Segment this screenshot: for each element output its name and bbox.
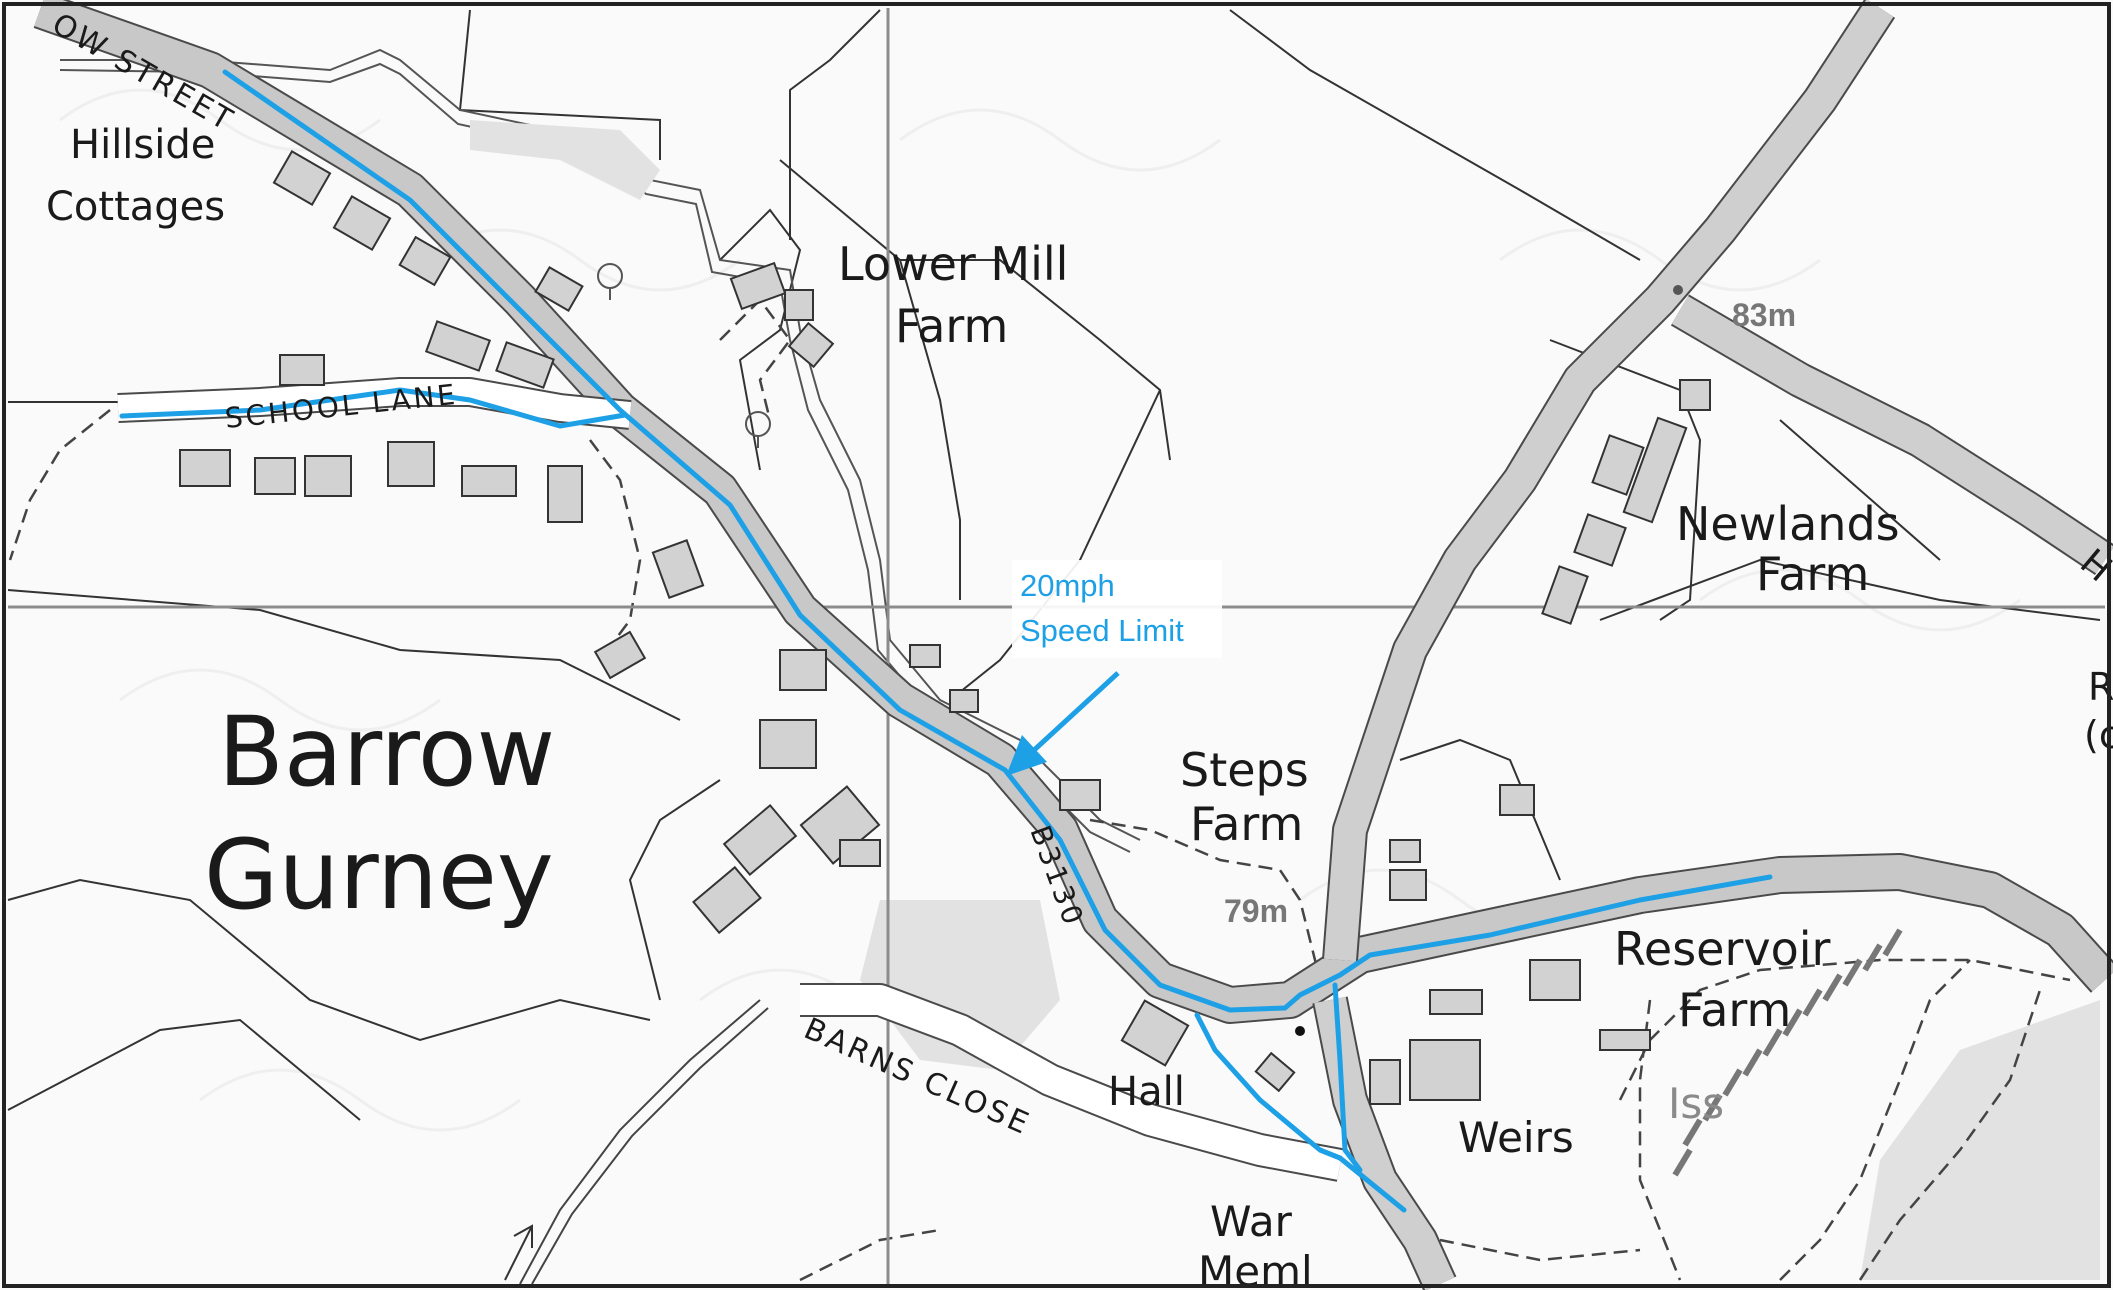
reservoir-farm-line2: Farm <box>1678 983 1791 1037</box>
steps-farm-line1: Steps <box>1180 743 1309 797</box>
newlands-farm-line1: Newlands <box>1676 497 1900 551</box>
war-memorial-line1: War <box>1210 1197 1293 1246</box>
spot-height-marker-icon <box>1673 285 1683 295</box>
south-road <box>1314 996 1455 1290</box>
tree-icon <box>597 263 771 448</box>
buildings <box>179 150 1711 1105</box>
school-lane <box>117 379 632 428</box>
speed-limit-annotation: 20mph Speed Limit <box>1012 560 1222 658</box>
speed-limit-line1: 20mph <box>1020 568 1115 603</box>
point-marker-icon <box>1295 1026 1305 1036</box>
embankment-hatching <box>1672 928 1903 1177</box>
east-road <box>1671 296 2113 574</box>
old-track <box>519 999 769 1285</box>
speed-limit-arrow-icon <box>1006 671 1120 776</box>
steps-farm-line2: Farm <box>1190 797 1303 851</box>
war-memorial-line2: Meml <box>1198 1247 1313 1290</box>
spot-height-83: 83m <box>1732 297 1796 333</box>
arrow-marker-icon <box>504 1224 533 1281</box>
speed-limit-line2: Speed Limit <box>1020 613 1184 648</box>
hillside-cottages-line1: Hillside <box>70 122 215 168</box>
lower-mill-farm-line2: Farm <box>895 299 1008 353</box>
lower-mill-farm-line1: Lower Mill <box>838 237 1068 291</box>
spot-height-79: 79m <box>1224 893 1288 929</box>
speed-limit-route <box>119 69 1773 1213</box>
weirs-label: Weirs <box>1458 1113 1574 1162</box>
iss-label: Iss <box>1668 1079 1724 1128</box>
hall-label: Hall <box>1108 1069 1185 1115</box>
newlands-farm-line2: Farm <box>1756 547 1869 601</box>
hillside-cottages-line2: Cottages <box>46 184 225 230</box>
village-name-line1: Barrow <box>218 696 555 808</box>
barns-close <box>800 985 1343 1180</box>
north-east-road <box>1324 0 1894 962</box>
reservoir-farm-line1: Reservoir <box>1614 922 1831 976</box>
village-name-line2: Gurney <box>204 819 554 931</box>
